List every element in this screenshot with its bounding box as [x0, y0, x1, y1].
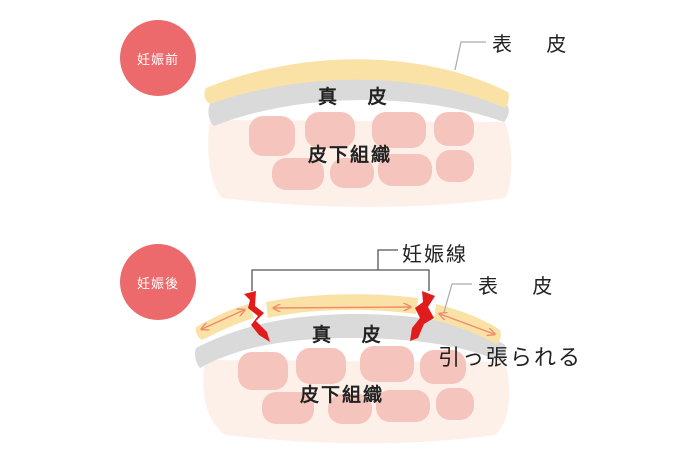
fat-cell [376, 390, 430, 422]
fat-cell [262, 392, 314, 424]
fat-cell [238, 352, 288, 390]
fat-cell [249, 116, 295, 156]
before-badge: 妊娠前 [120, 20, 196, 96]
before-dermis-label: 真 皮 [318, 86, 399, 108]
stretch-marks-label: 妊娠線 [402, 242, 468, 266]
fat-cell [360, 346, 414, 382]
stretch-arrows [202, 307, 494, 334]
after-fat-cells [238, 346, 474, 424]
stretch-mark-icon [410, 291, 435, 341]
before-epidermis-leader [454, 41, 486, 71]
before-dermis-layer [208, 77, 509, 126]
fat-cell [434, 112, 474, 146]
fat-cell [296, 348, 346, 384]
fat-cell [436, 150, 474, 182]
before-epidermis-label: 表 皮 [492, 32, 581, 56]
before-epidermis-layer [204, 59, 509, 108]
after-badge: 妊娠後 [120, 244, 196, 320]
fat-cell [272, 158, 324, 190]
before-fat-cells [249, 112, 474, 190]
after-dermis-label: 真 皮 [312, 324, 393, 346]
double-arrow-icon [274, 307, 410, 308]
after-epidermis-label: 表 皮 [478, 274, 567, 298]
stretched-label: 引っ張られる [438, 346, 583, 371]
stretch-mark-icon [244, 291, 270, 342]
after-epidermis-leader [443, 283, 472, 313]
after-subcutis-label: 皮下組織 [300, 384, 385, 406]
after-dermis-layer [195, 314, 507, 368]
fat-cell [328, 394, 372, 424]
fat-cell [436, 388, 474, 420]
fat-cell [378, 154, 432, 186]
fat-cell [305, 112, 355, 148]
fat-cell [330, 158, 374, 188]
fat-cell [420, 350, 466, 384]
after-skin [195, 249, 510, 444]
stretch-marks-bracket [251, 249, 430, 291]
double-arrow-icon [440, 314, 494, 334]
double-arrow-icon [202, 310, 244, 329]
fat-cell [372, 112, 426, 148]
before-subcutis-label: 皮下組織 [308, 144, 393, 166]
before-skin [204, 41, 512, 207]
